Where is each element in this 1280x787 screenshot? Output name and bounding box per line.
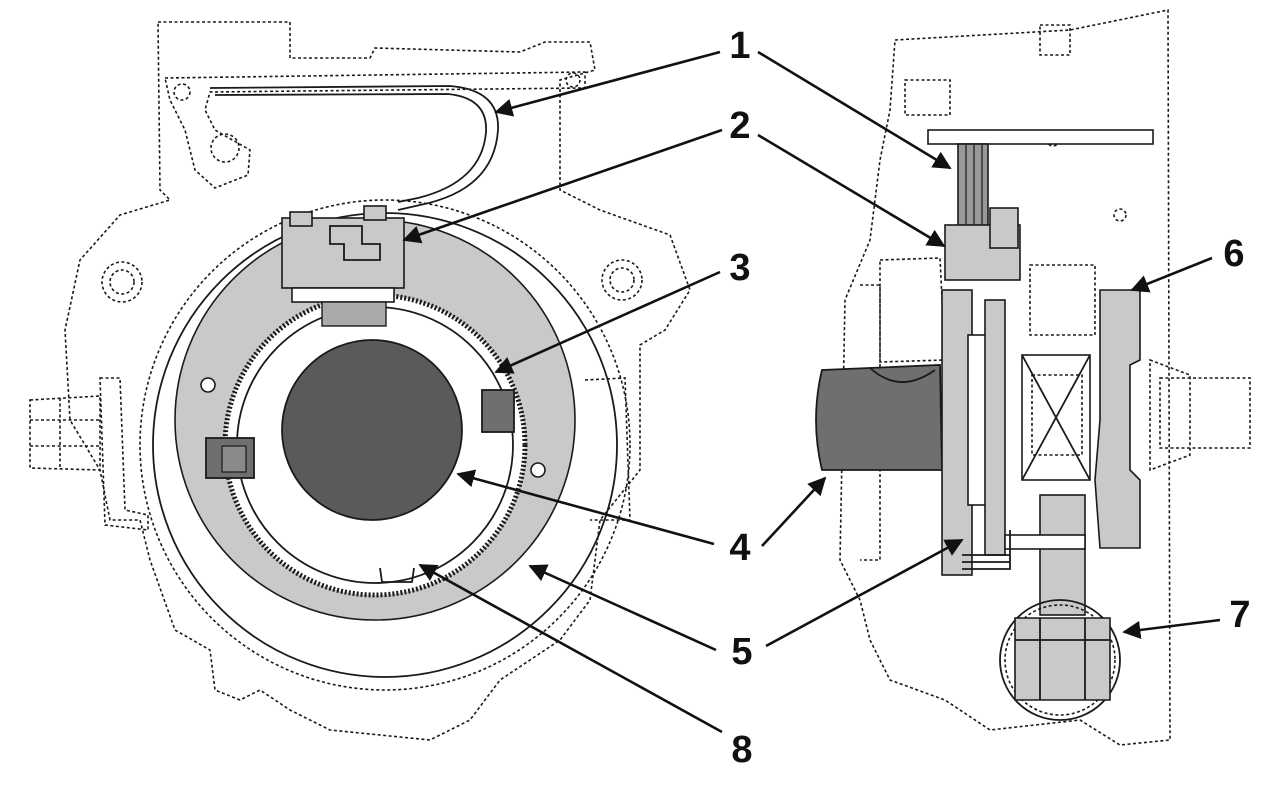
- lower-port-inner: [1004, 604, 1116, 716]
- sensor-cable: [209, 85, 499, 211]
- ring-notch: [379, 567, 415, 583]
- callout-1: 1: [729, 25, 750, 67]
- sensor-screw-right: [363, 205, 387, 221]
- sensor-pins: [321, 301, 387, 327]
- lower-nut: [1014, 617, 1111, 701]
- right-shaft: [1159, 377, 1251, 449]
- bracket-hole-right: [565, 72, 581, 88]
- section-view: [815, 9, 1251, 746]
- leader-6: [1130, 256, 1213, 293]
- sensor-bracket: [329, 225, 381, 261]
- sensor-base: [291, 287, 395, 303]
- leader-2a: [402, 128, 723, 244]
- callout-3: 3: [729, 247, 750, 289]
- leader-5b: [765, 538, 964, 648]
- drive-shaft: [281, 339, 463, 521]
- mount-hole-top: [210, 133, 240, 163]
- roller-left-inner: [221, 445, 247, 473]
- callout-labels: 1 2 3 4 5 6 7 8: [729, 25, 1250, 771]
- sensor-cable-inner: [214, 93, 487, 203]
- leader-1b: [757, 50, 952, 170]
- section-ring: [984, 299, 1006, 556]
- lower-port: [999, 599, 1121, 721]
- callout-8: 8: [731, 729, 752, 771]
- callout-6: 6: [1223, 233, 1244, 275]
- plunger: [1039, 494, 1086, 616]
- front-view: [29, 21, 691, 741]
- leader-5a: [528, 564, 717, 652]
- mount-hole-left-inner: [109, 269, 135, 295]
- mount-hole-right-inner: [609, 267, 635, 293]
- leader-4a: [456, 469, 715, 546]
- mount-hole-left: [101, 261, 143, 303]
- sensor-body: [281, 217, 405, 289]
- mount-hole-right: [601, 259, 643, 301]
- cage-cross: [1021, 354, 1091, 481]
- disc-hole-right: [530, 462, 546, 478]
- sensor-stack: [957, 143, 989, 235]
- lower-nut-detail: [1015, 618, 1110, 700]
- callout-2: 2: [729, 105, 750, 147]
- right-nut: [1149, 358, 1191, 472]
- section-hole-2: [1113, 208, 1127, 222]
- right-accessory: [584, 377, 631, 521]
- callout-4: 4: [729, 527, 750, 569]
- top-bracket: [164, 71, 586, 189]
- leader-7: [1122, 618, 1221, 639]
- roller-cage-inner: [1031, 374, 1083, 456]
- outer-ring-dashed: [139, 199, 631, 691]
- disc-hole-left: [200, 377, 216, 393]
- leader-1a: [494, 50, 721, 117]
- leader-8: [418, 563, 723, 734]
- leader-lines: [402, 50, 1221, 734]
- left-shaft-stub: [29, 395, 101, 471]
- bracket-hole-left: [173, 83, 191, 101]
- housing-body: [1029, 264, 1096, 336]
- leader-3: [494, 270, 721, 374]
- callout-5: 5: [731, 631, 752, 673]
- section-housing-outline: [839, 9, 1171, 746]
- plunger-rod: [1004, 534, 1086, 550]
- seal-stack: [962, 530, 1011, 570]
- right-flange: [1094, 289, 1141, 549]
- sensor-stack-lines: [965, 144, 983, 234]
- shaft-groove: [869, 367, 936, 383]
- left-bracket-tab: [99, 377, 149, 531]
- roller-right: [481, 389, 515, 433]
- sensor-screw-left: [289, 211, 313, 227]
- callout-7: 7: [1229, 594, 1250, 636]
- section-top-block: [904, 79, 951, 116]
- leader-4b: [761, 476, 827, 547]
- sensor-head-cap: [989, 207, 1019, 249]
- leader-2b: [757, 133, 946, 248]
- section-top-block-2: [1039, 24, 1071, 56]
- section-drive-shaft: [815, 364, 943, 471]
- sensor-head: [944, 224, 1021, 281]
- top-plate: [927, 129, 1154, 145]
